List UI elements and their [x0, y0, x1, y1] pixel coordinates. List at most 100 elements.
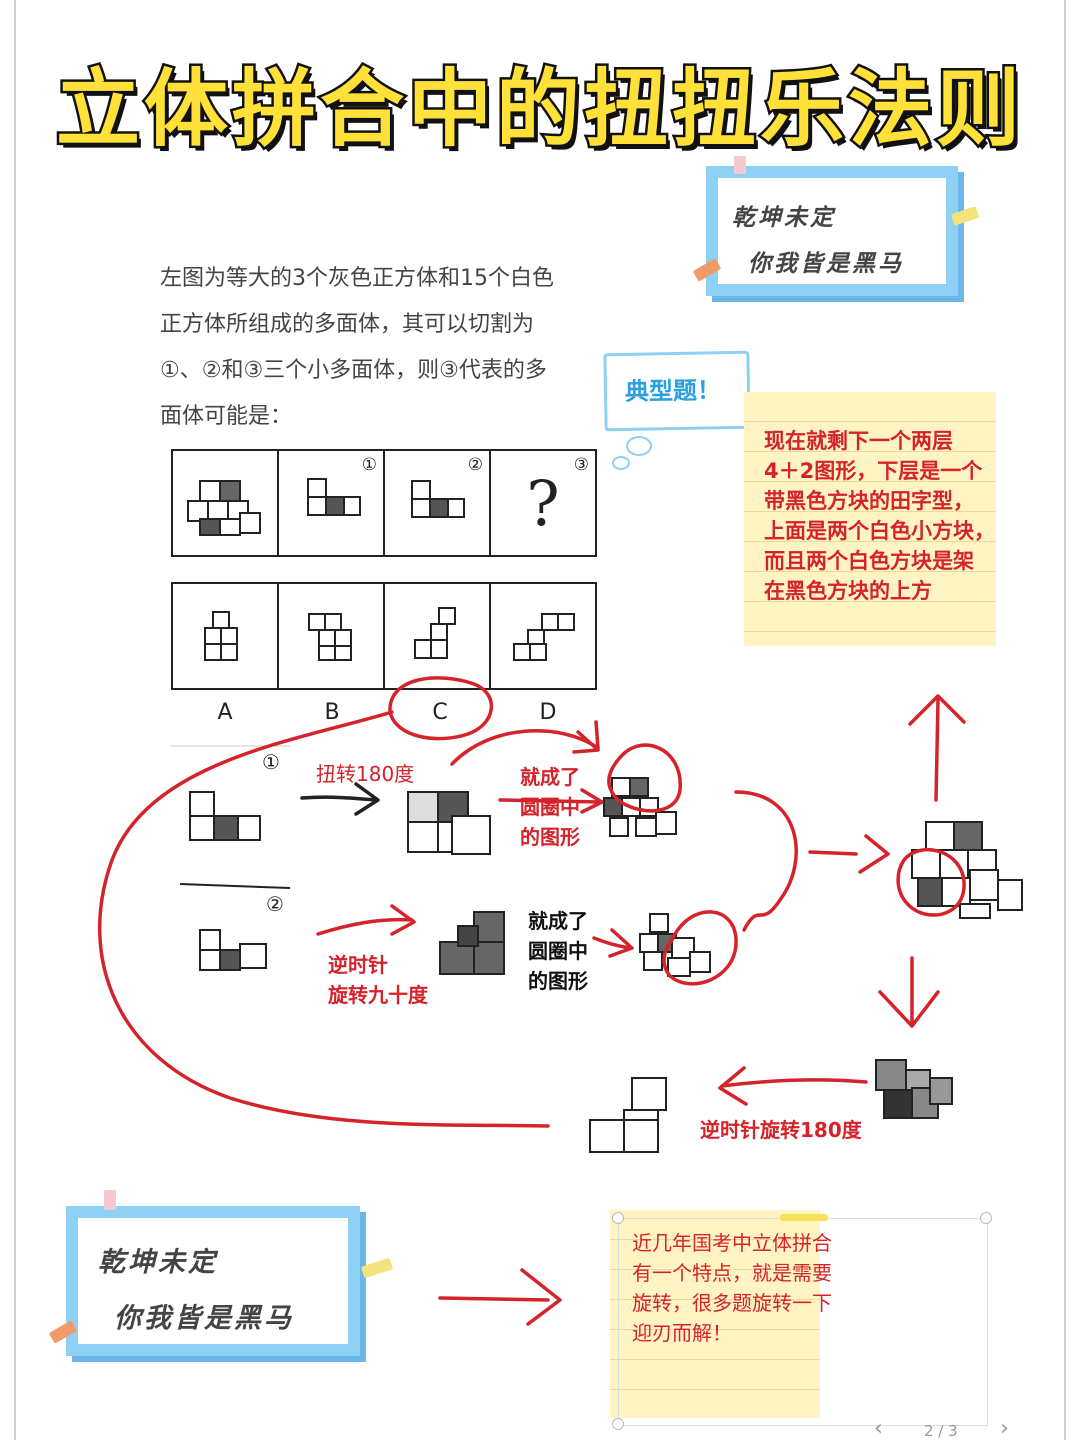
motto-line1: 乾坤未定 [98, 1247, 218, 1278]
piece2-label: ② [266, 892, 284, 916]
arrow-down [878, 956, 940, 1028]
composite-figure-drawing [911, 821, 1023, 919]
cube-stack-icon [187, 480, 261, 536]
note-line: 在黑色方块的上方 [764, 579, 932, 603]
note-text: 近几年国考中立体拼合 有一个特点，就是需要 旋转，很多题旋转一下 迎刃而解！ [632, 1228, 872, 1348]
arrow-right [300, 782, 380, 816]
arrow-right [438, 1268, 562, 1326]
piece2-cell: ② [383, 449, 491, 557]
became-line: 就成了 [520, 765, 580, 789]
note-line: 而且两个白色方块是架 [764, 549, 974, 573]
arrow-right [316, 904, 416, 936]
answer-options-grid [171, 582, 597, 690]
ccw180-label: 逆时针旋转180度 [700, 1118, 862, 1142]
piece-number: ① [361, 455, 377, 475]
option-a-cell[interactable] [171, 582, 279, 690]
note-line: 4＋2图形，下层是一个 [764, 459, 983, 483]
resize-handle[interactable] [980, 1212, 992, 1224]
curved-arrow [734, 790, 798, 932]
next-page-icon[interactable]: › [1000, 1416, 1009, 1441]
option-label-a: A [217, 700, 233, 725]
divider-line [179, 883, 291, 889]
page-indicator: ‹ 2 / 3 › [864, 1416, 1024, 1441]
motto-line2: 你我皆是黑马 [114, 1303, 294, 1334]
option-c-circle [388, 676, 493, 741]
composite-figure-cell [171, 449, 279, 557]
became-line: 的图形 [520, 825, 580, 849]
note-text: 现在就剩下一个两层 4＋2图形，下层是一个 带黑色方块的田字型， 上面是两个白色… [764, 426, 1014, 606]
piece1-label: ① [262, 750, 280, 774]
prev-page-icon[interactable]: ‹ [874, 1416, 883, 1441]
option-label-d: D [539, 700, 557, 725]
rotate180-label: 扭转180度 [316, 762, 415, 786]
option-label-b: B [324, 700, 340, 725]
selection-frame[interactable] [618, 1218, 988, 1426]
highlight-tape [780, 1214, 828, 1221]
option-cube-icon [204, 611, 238, 661]
note-line: 带黑色方块的田字型， [764, 489, 974, 513]
page-number: 2 / 3 [924, 1422, 958, 1440]
bubble-dot [626, 436, 652, 456]
option-cube-icon [513, 613, 575, 661]
piece-number: ③ [573, 455, 589, 475]
piece3-cell: ③? [489, 449, 597, 557]
explanation-note: 现在就剩下一个两层 4＋2图形，下层是一个 带黑色方块的田字型， 上面是两个白色… [744, 392, 996, 646]
note-line: 现在就剩下一个两层 [764, 429, 953, 453]
piece1-cube-drawing [189, 791, 261, 841]
resize-handle[interactable] [612, 1212, 624, 1224]
page-title: 立体拼合中的扭扭乐法则 [53, 58, 1024, 161]
resize-handle[interactable] [612, 1418, 624, 1430]
arrow-right [808, 834, 890, 874]
piece1-cell: ① [277, 449, 385, 557]
unknown-mark: ? [526, 466, 560, 540]
question-line: ①、②和③三个小多面体，则③代表的多 [160, 358, 547, 383]
arrow-right [592, 928, 634, 958]
circled-figure2-drawing [639, 913, 711, 977]
note-line: 迎刃而解！ [632, 1321, 732, 1345]
bubble-dot [612, 456, 630, 470]
became-line: 就成了 [528, 909, 588, 933]
curved-arrow [594, 720, 600, 750]
option-d-cell[interactable] [489, 582, 597, 690]
became-label-1: 就成了 圆圈中 的图形 [520, 762, 580, 852]
became-line: 圆圈中 [528, 939, 588, 963]
ccw90-line: 旋转九十度 [328, 983, 428, 1007]
answer-figure-drawing [589, 1077, 667, 1153]
long-loop-arrow [98, 710, 550, 1128]
gray-block-drawing [875, 1059, 953, 1119]
piece2-cube-icon [411, 480, 465, 518]
motto-stamp-bottom: 乾坤未定 你我皆是黑马 [66, 1206, 360, 1356]
piece-number: ② [467, 455, 483, 475]
rotated-piece2-drawing [439, 911, 505, 975]
ccw90-line: 逆时针 [328, 953, 388, 977]
summary-note: 近几年国考中立体拼合 有一个特点，就是需要 旋转，很多题旋转一下 迎刃而解！ [610, 1210, 832, 1418]
tape-decoration [734, 156, 746, 174]
motto-line2: 你我皆是黑马 [748, 250, 904, 277]
option-label-c: C [432, 700, 448, 725]
highlight-circle [896, 847, 966, 917]
piece1-cube-icon [307, 478, 361, 516]
became-line: 圆圈中 [520, 795, 580, 819]
arrow-right [498, 788, 604, 814]
ccw90-label: 逆时针 旋转九十度 [328, 950, 428, 1010]
note-line: 上面是两个白色小方块， [764, 519, 995, 543]
highlight-circle [607, 743, 682, 813]
motto-stamp-top: 乾坤未定 你我皆是黑马 [706, 166, 958, 296]
option-cube-icon [414, 607, 456, 659]
option-c-cell[interactable] [383, 582, 491, 690]
question-line: 面体可能是： [160, 404, 293, 429]
note-line: 旋转，很多题旋转一下 [632, 1291, 832, 1315]
piece2-cube-drawing [199, 929, 267, 971]
question-figure-grid: ① ② ③? [171, 449, 597, 557]
page-frame [14, 0, 1066, 1440]
motto-line1: 乾坤未定 [732, 204, 836, 231]
option-b-cell[interactable] [277, 582, 385, 690]
question-text: 左图为等大的3个灰色正方体和15个白色 正方体所组成的多面体，其可以切割为 ①、… [160, 256, 600, 440]
became-line: 的图形 [528, 969, 588, 993]
question-line: 正方体所组成的多面体，其可以切割为 [160, 312, 535, 337]
arrow-left [718, 1066, 868, 1106]
curved-arrow [450, 729, 600, 766]
became-label-2: 就成了 圆圈中 的图形 [528, 906, 588, 996]
option-cube-icon [308, 613, 352, 661]
